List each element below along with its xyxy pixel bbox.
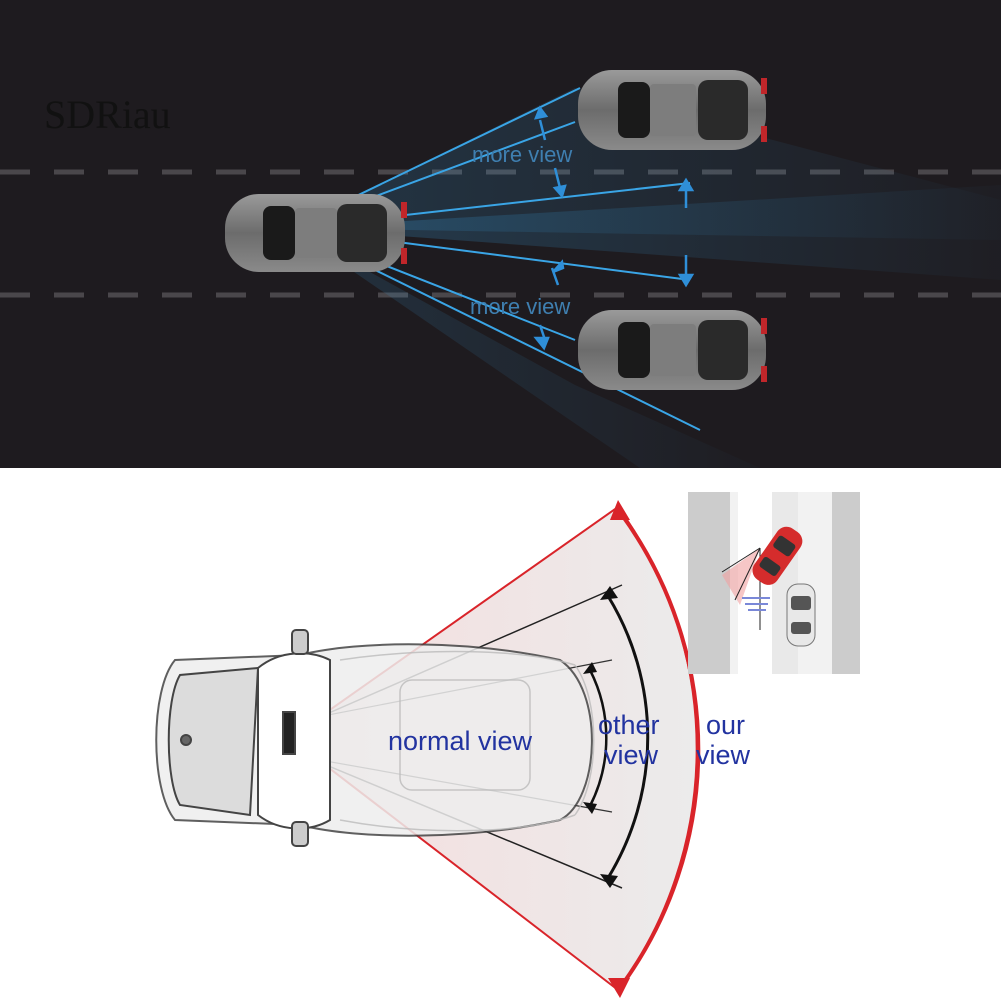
normal-view-label: normal view bbox=[388, 726, 533, 756]
red-arrow-top bbox=[610, 500, 630, 520]
car-outline bbox=[155, 629, 593, 847]
bottom-panel: normal view other view our view bbox=[0, 468, 1001, 1001]
more-view-label-lower: more view bbox=[470, 294, 570, 319]
car-front-upper bbox=[578, 70, 767, 150]
our-view-label-line2: view bbox=[696, 740, 751, 770]
red-arc bbox=[620, 513, 701, 987]
beam-center bbox=[290, 185, 1001, 280]
car-ego bbox=[225, 194, 407, 272]
red-arrow-bottom bbox=[608, 978, 630, 998]
normal-arc bbox=[588, 669, 608, 807]
other-view-label-line1: other bbox=[598, 710, 660, 740]
brand-watermark: SDRiau bbox=[44, 92, 171, 137]
car-front-lower bbox=[578, 310, 767, 390]
top-panel: more view more view bbox=[0, 0, 1001, 468]
other-view-label-line2: view bbox=[604, 740, 659, 770]
blue-arrows bbox=[533, 105, 695, 351]
more-view-label-upper: more view bbox=[472, 142, 572, 167]
black-arc bbox=[606, 595, 650, 879]
inset-scene bbox=[688, 492, 860, 674]
our-view-label-line1: our bbox=[706, 710, 745, 740]
car-rear-faded bbox=[339, 650, 595, 832]
